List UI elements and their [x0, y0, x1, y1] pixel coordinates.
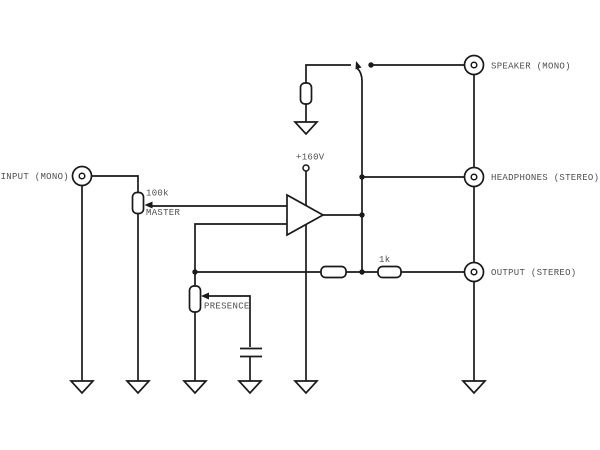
headphones-jack [463, 166, 485, 188]
output-jack-label: OUTPUT (STEREO) [491, 268, 577, 278]
input-jack [71, 165, 93, 187]
ground-icon [69, 380, 95, 395]
switch-lever [356, 67, 363, 82]
presence-capacitor [240, 347, 262, 358]
junction-dot [359, 212, 365, 218]
input-jack-label: INPUT (MONO) [1, 172, 69, 182]
ground-icon [182, 380, 208, 395]
switch-terminal-dot [368, 62, 374, 68]
labels: INPUT (MONO) SPEAKER (MONO) HEADPHONES (… [1, 62, 599, 312]
jack-tip [78, 172, 86, 180]
presence-pot [188, 285, 209, 313]
presence-pot-wiper-arrow-icon [201, 292, 209, 300]
headphones-jack-label: HEADPHONES (STEREO) [491, 173, 599, 183]
dummy-load-resistor [299, 82, 313, 105]
wire-dummyload-to-switch [305, 64, 351, 83]
speaker-switch [355, 61, 374, 82]
output-resistor-label: 1k [379, 255, 390, 265]
master-pot-wiper-arrow-icon [144, 201, 153, 209]
feedback-resistor [320, 265, 347, 279]
speaker-jack-label: SPEAKER (MONO) [491, 62, 571, 72]
ground-symbols [69, 121, 487, 395]
ground-icon [293, 121, 319, 136]
ground-icon [461, 380, 487, 395]
junction-dot [359, 269, 365, 275]
output-jack [463, 261, 485, 283]
junction-dot [359, 174, 365, 180]
master-pot-body [131, 191, 145, 215]
master-pot-value-label: 100k [146, 189, 169, 199]
master-pot-label: MASTER [146, 208, 181, 218]
junction-dot [192, 269, 198, 275]
wire-presence-wiper-to-cap [208, 295, 251, 347]
jack-tip [470, 268, 478, 276]
amplifier-triangle [286, 193, 325, 237]
supply-voltage-label: +160V [296, 153, 325, 163]
wire-amp-to-presence [194, 223, 287, 286]
ground-icon [237, 380, 263, 395]
ground-icon [293, 380, 319, 395]
supply-terminal [302, 164, 310, 172]
master-pot [131, 191, 153, 215]
ground-icon [125, 380, 151, 395]
wire-input-to-master [92, 175, 139, 193]
output-resistor-1k [377, 265, 402, 279]
wires [81, 64, 475, 381]
presence-pot-body [188, 285, 202, 313]
switch-arrow-icon [355, 61, 362, 70]
junction-dots [192, 174, 365, 275]
jack-tip [470, 173, 478, 181]
presence-pot-label: PRESENCE [204, 302, 250, 312]
jack-tip [470, 61, 478, 69]
speaker-jack [463, 54, 485, 76]
